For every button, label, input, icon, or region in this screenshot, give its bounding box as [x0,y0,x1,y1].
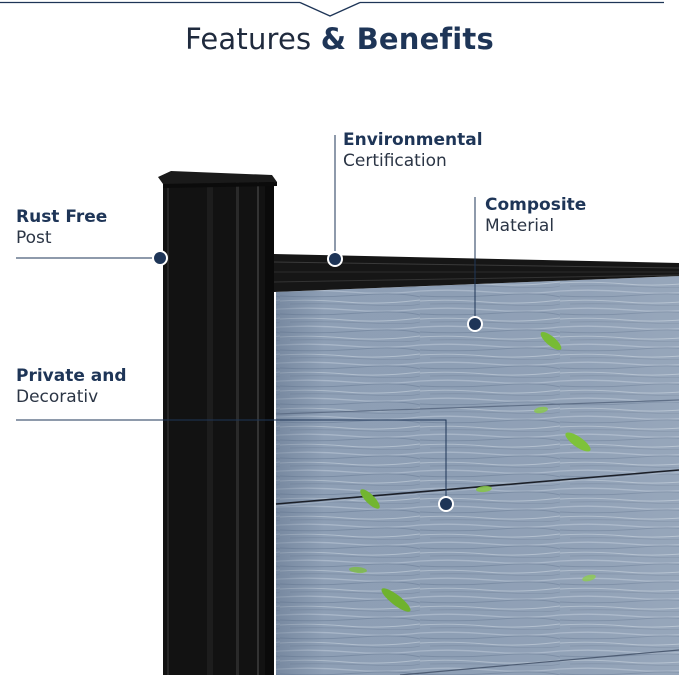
callout-title: Composite [485,195,587,215]
composite-panel [275,276,679,675]
callout-title: Rust Free [16,207,108,227]
callout-subtitle: Post [16,228,52,248]
top-rail [273,254,679,292]
chevron-down-icon [299,1,361,17]
aluminum-post [158,171,277,675]
title-regular: Features [185,22,312,56]
callout-title: Private and [16,366,127,386]
callout-subtitle: Material [485,216,555,236]
callout-private-decorative: Private and Decorativ [16,366,127,408]
callout-title: Environmental [343,130,483,150]
leaf-icon [349,331,596,612]
callout-lines [16,135,476,503]
callout-markers [152,250,483,512]
top-divider [0,1,664,17]
callout-composite: Composite Material [485,195,586,237]
callout-subtitle: Certification [343,151,447,171]
page-title: Features & Benefits [0,22,679,56]
callout-subtitle: Decorativ [16,387,99,407]
callout-environmental: Environmental Certification [343,130,483,172]
title-bold: & Benefits [320,22,494,56]
callout-rust-free: Rust Free Post [16,207,107,249]
